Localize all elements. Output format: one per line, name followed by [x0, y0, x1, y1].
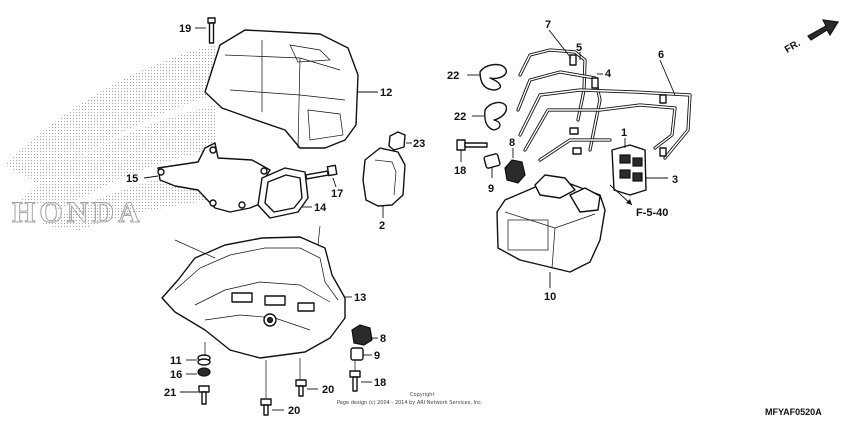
diagram-code: MFYAF0520A — [765, 407, 822, 417]
copyright-line-1: Copyright — [410, 392, 434, 398]
bolt-18-right — [456, 139, 488, 162]
callout-9-left: 9 — [374, 350, 380, 362]
callout-20-right: 20 — [322, 384, 334, 396]
callout-18-left: 18 — [374, 377, 386, 389]
callout-17: 17 — [331, 188, 343, 200]
callout-14: 14 — [314, 202, 327, 214]
svg-text:FR.: FR. — [783, 38, 803, 56]
callout-3: 3 — [672, 174, 678, 186]
callout-16: 16 — [170, 369, 182, 381]
callout-2: 2 — [379, 220, 385, 232]
bolt-21 — [180, 385, 210, 405]
grommet-8-right — [504, 148, 526, 184]
reference-arrow — [609, 184, 633, 206]
arrow-icon — [807, 19, 839, 41]
brake-pipes — [516, 29, 692, 162]
callout-15: 15 — [126, 173, 138, 185]
callout-4: 4 — [605, 68, 612, 80]
callout-21: 21 — [164, 387, 176, 399]
callout-5: 5 — [576, 42, 582, 54]
collar-9-right — [483, 153, 501, 178]
callout-10: 10 — [544, 291, 556, 303]
callout-6: 6 — [658, 49, 664, 61]
clamp-22-lower — [472, 101, 508, 131]
rubber-2 — [362, 147, 406, 218]
front-direction-arrow: FR. — [783, 19, 839, 56]
honda-wing-watermark: HONDA — [5, 45, 215, 230]
bolt-20-right — [295, 379, 318, 397]
callout-23: 23 — [413, 138, 425, 150]
battery-tray-13 — [161, 225, 352, 359]
callout-22-lower: 22 — [454, 111, 466, 123]
bolt-18-left — [349, 370, 372, 392]
callout-22-upper: 22 — [447, 70, 459, 82]
callout-11: 11 — [170, 355, 182, 367]
copyright-line-2: Page design (c) 2004 - 2014 by ARI Netwo… — [337, 400, 483, 406]
screw-17 — [305, 164, 338, 188]
callout-18-right: 18 — [454, 165, 466, 177]
gasket-14 — [257, 167, 312, 219]
callout-19: 19 — [179, 23, 191, 35]
upper-cover-12 — [204, 29, 378, 149]
callout-1: 1 — [621, 127, 627, 139]
bracket-15 — [143, 142, 271, 213]
bolt-19 — [195, 17, 216, 44]
clip-23 — [388, 131, 412, 151]
callout-20-lower: 20 — [288, 405, 300, 417]
reference-label: F-5-40 — [636, 207, 668, 219]
callout-9-right: 9 — [488, 183, 494, 195]
honda-watermark-text: HONDA — [12, 196, 144, 229]
callout-7: 7 — [545, 19, 551, 31]
bolt-20-lower — [260, 398, 284, 416]
callout-8-left: 8 — [380, 333, 386, 345]
collar-9-left — [350, 347, 372, 361]
grommet-16 — [186, 367, 211, 377]
callouts: 19 12 15 17 14 23 2 13 8 9 11 16 21 20 2… — [126, 19, 678, 417]
callout-13: 13 — [354, 292, 366, 304]
callout-12: 12 — [380, 87, 392, 99]
clamp-22-upper — [467, 63, 507, 91]
joint-block-1 — [611, 138, 668, 196]
abs-modulator-10 — [496, 174, 606, 288]
callout-8-right: 8 — [509, 137, 515, 149]
grommet-8-left — [351, 324, 378, 346]
collar-11 — [186, 354, 211, 366]
